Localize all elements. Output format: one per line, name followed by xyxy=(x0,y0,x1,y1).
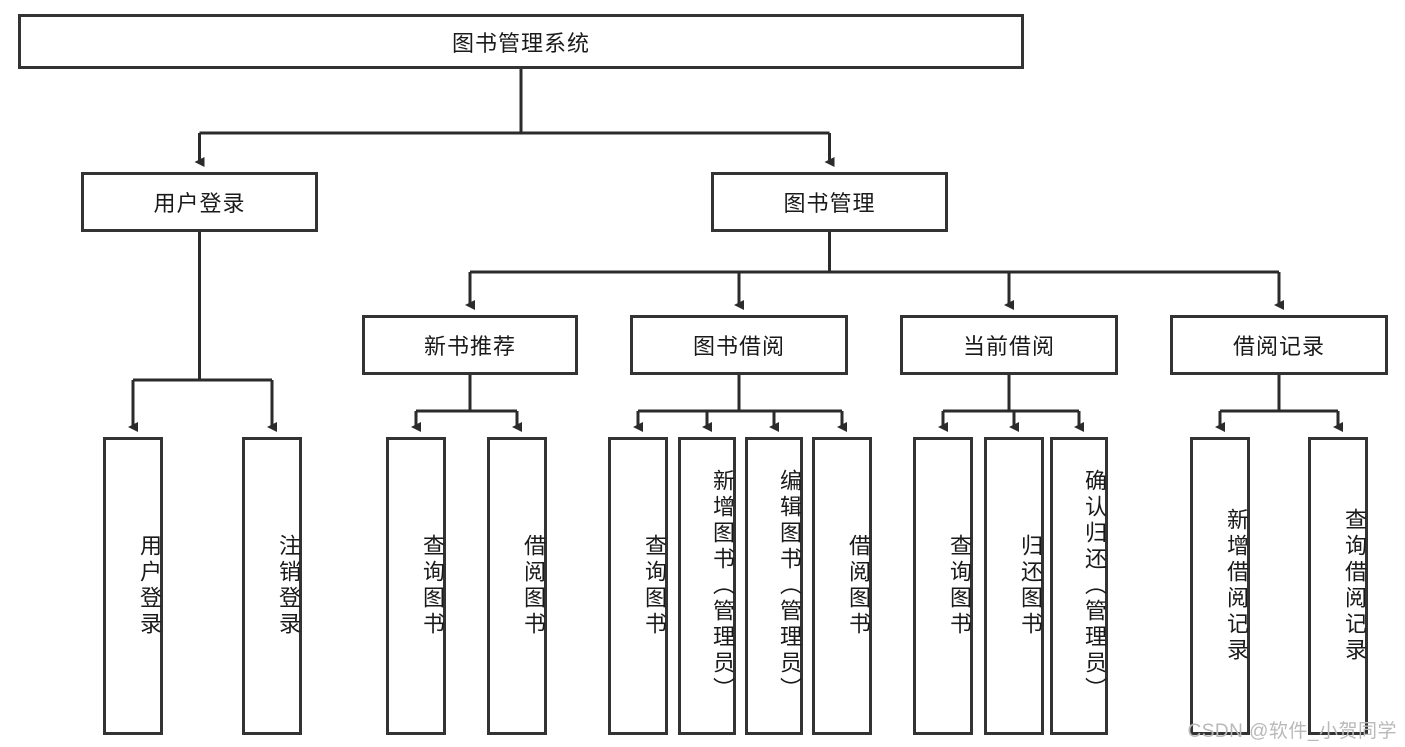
node-label: 图书管理 xyxy=(783,191,876,216)
node-label: 新增借阅记录 xyxy=(1224,508,1249,664)
node-user-login: 用户登录 xyxy=(81,172,318,232)
node-label: 确认归还（管理员） xyxy=(1082,469,1107,703)
node-label: 图书管理系统 xyxy=(451,30,590,56)
node-new-book-recommend: 新书推荐 xyxy=(362,315,578,375)
node-book-borrow: 图书借阅 xyxy=(630,315,848,375)
node-leaf-confirm-return: 确认归还（管理员） xyxy=(1050,437,1108,735)
node-leaf-query-book-bor: 查询图书 xyxy=(608,437,668,735)
node-current-borrow: 当前借阅 xyxy=(900,315,1118,375)
node-label: 借阅图书 xyxy=(521,534,546,638)
node-label: 当前借阅 xyxy=(962,334,1055,359)
node-label: 查询图书 xyxy=(642,534,667,638)
node-label: 查询图书 xyxy=(420,534,445,638)
node-label: 借阅图书 xyxy=(846,534,871,638)
node-label: 借阅记录 xyxy=(1232,334,1325,359)
node-leaf-add-record: 新增借阅记录 xyxy=(1190,437,1250,735)
node-borrow-record: 借阅记录 xyxy=(1170,315,1388,375)
node-leaf-add-book: 新增图书（管理员） xyxy=(678,437,736,735)
node-label: 注销登录 xyxy=(276,534,301,638)
node-label: 查询借阅记录 xyxy=(1342,508,1367,664)
node-leaf-borrow-book-bor: 借阅图书 xyxy=(812,437,872,735)
node-label: 查询图书 xyxy=(947,534,972,638)
node-leaf-user-logout: 注销登录 xyxy=(242,437,302,735)
node-label: 用户登录 xyxy=(153,191,246,216)
node-leaf-edit-book: 编辑图书（管理员） xyxy=(745,437,803,735)
node-label: 归还图书 xyxy=(1018,534,1043,638)
node-leaf-user-login: 用户登录 xyxy=(103,437,163,735)
watermark-text: CSDN @软件_小贺同学 xyxy=(1187,721,1397,742)
node-root: 图书管理系统 xyxy=(18,14,1024,69)
node-label: 编辑图书（管理员） xyxy=(777,469,802,703)
node-label: 用户登录 xyxy=(137,534,162,638)
node-leaf-return-book: 归还图书 xyxy=(984,437,1044,735)
node-label: 图书借阅 xyxy=(692,334,785,359)
node-label: 新增图书（管理员） xyxy=(710,469,735,703)
node-leaf-query-record: 查询借阅记录 xyxy=(1308,437,1368,735)
node-label: 新书推荐 xyxy=(423,334,516,359)
node-book-manage: 图书管理 xyxy=(711,172,948,232)
node-leaf-query-book-cur: 查询图书 xyxy=(913,437,973,735)
node-leaf-borrow-book-rec: 借阅图书 xyxy=(487,437,547,735)
node-leaf-query-book-rec: 查询图书 xyxy=(386,437,446,735)
